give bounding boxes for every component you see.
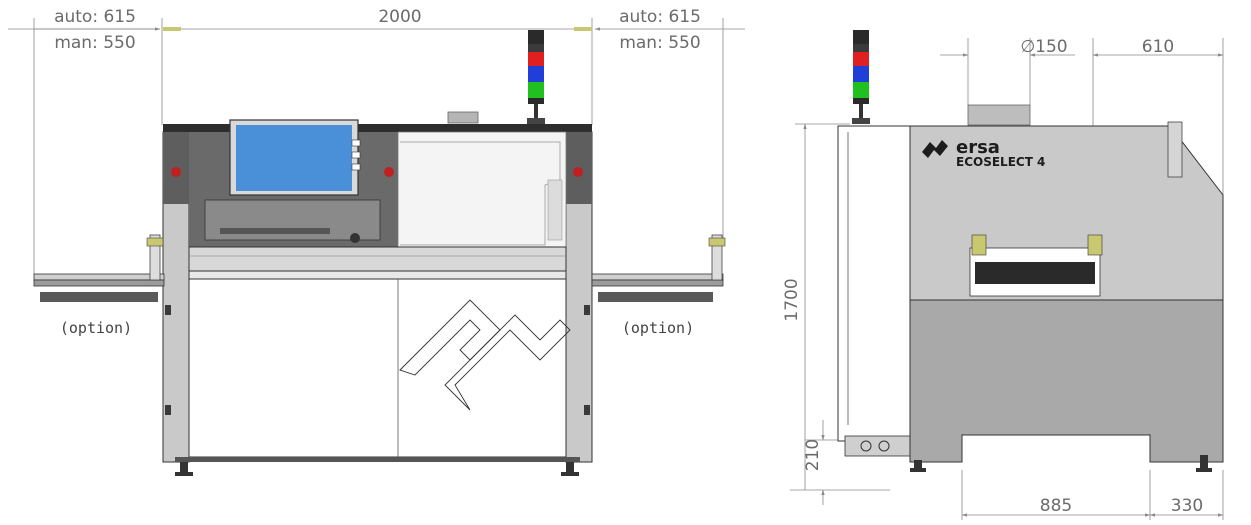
ersa-logo-icon [399,299,571,411]
top-right-dim: 610 [1142,37,1174,57]
left-option-conveyor [33,234,165,302]
front-feet [175,462,579,476]
right-option-label: (option) [622,319,694,337]
emergency-stop-buttons [171,167,583,177]
height-dim: 1700 [782,278,802,321]
side-exhaust-port [967,104,1031,126]
left-dim-man: man: 550 [54,33,135,53]
right-dim-man: man: 550 [619,33,700,53]
model-name: ECOSELECT 4 [956,155,1045,169]
left-option-label: (option) [60,319,132,337]
exhaust-port [447,111,479,124]
side-machine-body [909,121,1224,472]
right-option-conveyor [591,234,726,302]
right-dim-auto: auto: 615 [619,7,701,27]
ersa-brand-logo-icon [922,140,948,158]
brand-name: ersa [956,137,1000,158]
side-view: ∅150 610 1700 210 885 330 [782,30,1224,520]
touchscreen-icon [229,119,361,196]
side-door-panel [837,125,911,442]
width-dim: 2000 [378,7,421,27]
signal-light-tower-icon [527,30,545,124]
side-signal-light-tower-icon [852,30,870,124]
front-dimension-lines [8,18,745,275]
base-height-dim: 210 [803,439,823,471]
left-dim-auto: auto: 615 [54,7,136,27]
front-machine-body [162,124,593,463]
bottom-right-dim: 330 [1171,496,1203,516]
bottom-depth-dim: 885 [1040,496,1072,516]
diameter-dim: ∅150 [1020,37,1067,57]
front-view: auto: 615 man: 550 2000 auto: 615 man: 5… [8,7,745,476]
